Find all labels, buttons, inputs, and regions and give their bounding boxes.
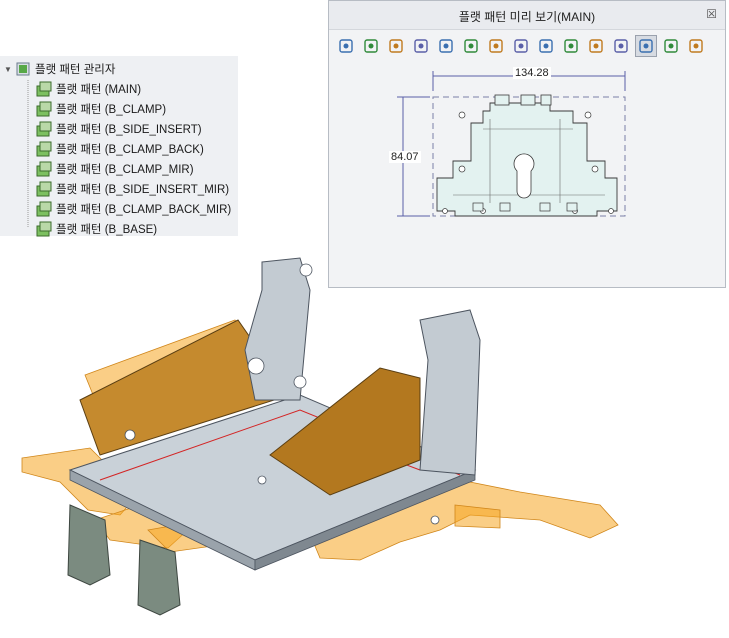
front-clamps <box>67 504 181 616</box>
flat-pattern-icon <box>36 101 52 117</box>
right-wall <box>269 367 421 496</box>
tree-item[interactable]: 플랫 패턴 (MAIN) <box>34 79 141 99</box>
tree-item-label: 플랫 패턴 (B_CLAMP_BACK_MIR) <box>56 204 232 216</box>
connect-icon[interactable] <box>535 35 557 57</box>
paste-icon[interactable] <box>685 35 707 57</box>
preview-canvas[interactable]: 134.28 84.07 <box>335 63 719 281</box>
preview-title-bar[interactable]: 플랫 패턴 미리 보기(MAIN) ☒ <box>329 1 725 30</box>
layers-icon[interactable] <box>560 35 582 57</box>
collapse-arrow-icon[interactable]: ▼ <box>4 64 12 74</box>
close-icon[interactable]: ☒ <box>706 7 717 21</box>
copy-icon[interactable] <box>660 35 682 57</box>
height-dimension-label[interactable]: 84.07 <box>389 151 421 163</box>
tree-item-label: 플랫 패턴 (MAIN) <box>56 84 142 96</box>
tree-item[interactable]: 플랫 패턴 (B_CLAMP_BACK_MIR) <box>34 199 231 219</box>
shaded-view-icon[interactable] <box>485 35 507 57</box>
tree-item-label: 플랫 패턴 (B_CLAMP_BACK) <box>56 144 204 156</box>
flat-pattern-icon <box>36 181 52 197</box>
tree-item[interactable]: 플랫 패턴 (B_CLAMP_MIR) <box>34 159 194 179</box>
tree-item[interactable]: 플랫 패턴 (B_CLAMP_BACK) <box>34 139 204 159</box>
tree-connector-lines <box>27 80 29 227</box>
flat-pattern-icon <box>36 81 52 97</box>
flat-pattern-icon <box>36 141 52 157</box>
zoom-fit-icon[interactable] <box>335 35 357 57</box>
flat-pattern-icon <box>36 121 52 137</box>
dimension-icon[interactable] <box>635 35 657 57</box>
datum-points-icon[interactable] <box>510 35 532 57</box>
tree-root-flat-pattern-manager[interactable]: ▼ 플랫 패턴 관리자 <box>3 59 115 79</box>
export-icon[interactable] <box>585 35 607 57</box>
preview-toolbar <box>335 35 707 59</box>
tree-item[interactable]: 플랫 패턴 (B_SIDE_INSERT_MIR) <box>34 179 229 199</box>
sheet-metal-3d-model[interactable] <box>0 230 729 638</box>
flat-pattern-drawing <box>397 71 626 217</box>
flat-pattern-manager-icon <box>15 61 31 77</box>
tree-item[interactable]: 플랫 패턴 (B_BASE) <box>34 219 157 239</box>
zoom-out-icon[interactable] <box>385 35 407 57</box>
flat-pattern-preview-window: 플랫 패턴 미리 보기(MAIN) ☒ <box>328 0 726 288</box>
model-tree: ▼ 플랫 패턴 관리자 플랫 패턴 (MAIN) 플랫 패턴 (B_CLAMP) 플… <box>0 56 238 239</box>
flat-pattern-icon[interactable] <box>610 35 632 57</box>
refit-icon[interactable] <box>435 35 457 57</box>
view-orient-icon[interactable] <box>410 35 432 57</box>
flat-pattern-icon <box>36 161 52 177</box>
preview-title: 플랫 패턴 미리 보기(MAIN) <box>458 10 596 24</box>
tree-item-label: 플랫 패턴 (B_SIDE_INSERT_MIR) <box>56 184 230 196</box>
tree-item-label: 플랫 패턴 (B_SIDE_INSERT) <box>56 124 202 136</box>
tree-root-label: 플랫 패턴 관리자 <box>35 64 116 76</box>
tree-item[interactable]: 플랫 패턴 (B_SIDE_INSERT) <box>34 119 202 139</box>
flat-pattern-icon <box>36 201 52 217</box>
tree-item-label: 플랫 패턴 (B_CLAMP_MIR) <box>56 164 194 176</box>
tree-item-label: 플랫 패턴 (B_BASE) <box>56 224 158 236</box>
width-dimension-label[interactable]: 134.28 <box>513 67 551 79</box>
rotate-icon[interactable] <box>460 35 482 57</box>
tree-item[interactable]: 플랫 패턴 (B_CLAMP) <box>34 99 166 119</box>
zoom-in-icon[interactable] <box>360 35 382 57</box>
flat-pattern-icon <box>36 221 52 237</box>
tree-item-label: 플랫 패턴 (B_CLAMP) <box>56 104 167 116</box>
